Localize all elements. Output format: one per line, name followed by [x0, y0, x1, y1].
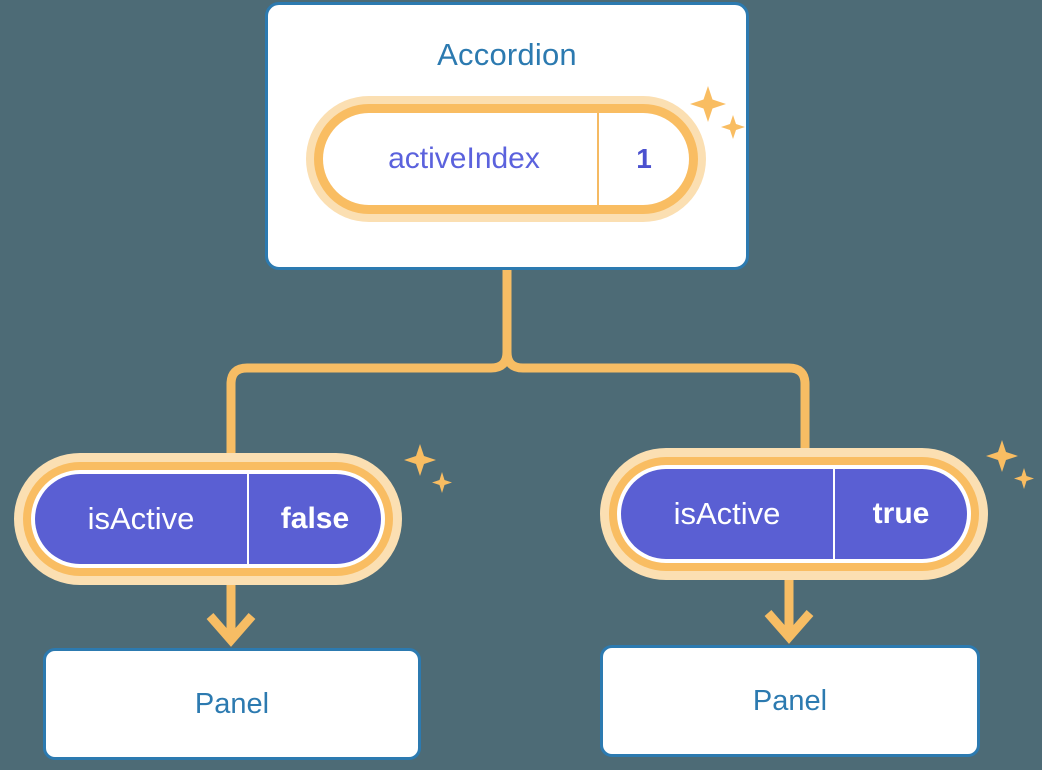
panel-label: Panel [194, 687, 270, 720]
panel-label: Panel [752, 684, 828, 717]
state-pill-is-active-left[interactable]: isActive false [14, 453, 402, 585]
state-pill-key: activeIndex [388, 142, 540, 175]
pill-body: isActive true [621, 469, 967, 559]
sparkle-icon-left [404, 444, 452, 493]
state-pill-is-active-right[interactable]: isActive true [600, 448, 988, 580]
arrow-down-icon-right [764, 580, 814, 644]
pill-body: activeIndex 1 [323, 113, 689, 205]
state-pill-value: false [247, 474, 381, 564]
pill-body: isActive false [35, 474, 381, 564]
arrow-down-icon-left [206, 584, 256, 647]
page-title: Accordion [437, 37, 577, 72]
connector-left-branch [226, 265, 512, 461]
state-pill-value: true [833, 469, 967, 559]
sparkle-icon-right [986, 440, 1034, 489]
panel-box-left[interactable]: Panel [43, 648, 421, 760]
state-pill-value: 1 [597, 113, 689, 205]
connector-right-branch [502, 265, 810, 457]
state-pill-key: isActive [673, 496, 781, 531]
state-pill-active-index[interactable]: activeIndex 1 [306, 96, 706, 222]
state-pill-key: isActive [87, 501, 195, 536]
panel-box-right[interactable]: Panel [600, 645, 980, 757]
